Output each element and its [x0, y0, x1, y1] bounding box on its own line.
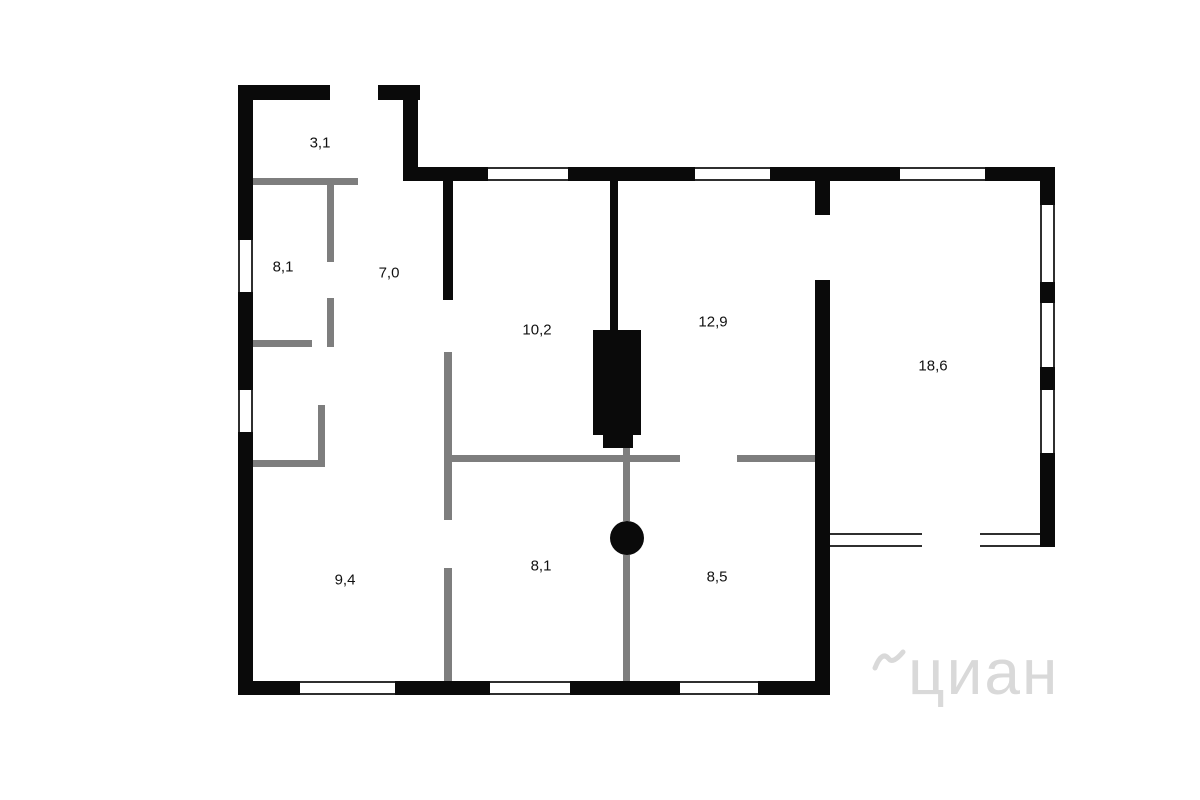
partition-stove-lower-1 [623, 448, 630, 521]
window-bottom-2 [490, 681, 570, 695]
partition-81-70 [327, 185, 334, 262]
wall-left-2 [238, 292, 253, 390]
wall-left-1 [238, 85, 253, 240]
wall-right-4 [1040, 453, 1055, 547]
window-top-2 [695, 167, 770, 181]
wall-top-1 [418, 167, 488, 181]
wall-vestibule-right [403, 85, 418, 181]
partition-left-mid-h [253, 340, 312, 347]
wall-right-1 [1040, 167, 1055, 205]
window-veranda-bottom-2 [980, 533, 1040, 547]
partition-hall-vertical-2 [444, 568, 452, 681]
room-label-veranda: 18,6 [918, 357, 948, 375]
window-bottom-1 [300, 681, 395, 695]
room-label-center: 10,2 [522, 321, 552, 339]
cian-bird-icon [872, 646, 906, 677]
room-label-center-bottom: 8,1 [530, 557, 552, 575]
room-label-vestibule: 3,1 [309, 134, 331, 152]
wall-house-right-2 [815, 280, 830, 695]
wall-bottom-4 [758, 681, 830, 695]
partition-hall-vertical-1 [444, 352, 452, 520]
round-boiler-icon [610, 521, 644, 555]
wall-interior-vertical-1 [443, 181, 453, 300]
cian-watermark: циан [872, 640, 1059, 704]
wall-vestibule-top-a [238, 85, 330, 100]
window-left-1 [238, 240, 253, 292]
window-left-2 [238, 390, 253, 432]
wall-bottom-3 [570, 681, 680, 695]
window-veranda-bottom-1 [830, 533, 922, 547]
wall-top-4 [985, 167, 1055, 181]
room-label-left-bottom: 9,4 [334, 571, 356, 589]
partition-left-low-v [318, 405, 325, 460]
wall-right-3 [1040, 367, 1055, 390]
wall-left-3 [238, 432, 253, 695]
room-label-hallway: 7,0 [378, 264, 400, 282]
partition-center-horizontal [444, 455, 680, 462]
room-label-right-bottom: 8,5 [706, 568, 728, 586]
wall-interior-vertical-2 [610, 181, 618, 331]
room-label-right-top: 12,9 [698, 313, 728, 331]
window-right-1 [1040, 205, 1055, 282]
window-bottom-3 [680, 681, 758, 695]
partition-vestibule-floor [253, 178, 358, 185]
partition-right-horizontal [737, 455, 815, 462]
partition-left-low-h [253, 460, 325, 467]
stove-base-icon [603, 435, 633, 448]
window-right-3 [1040, 390, 1055, 453]
window-top-1 [488, 167, 568, 181]
window-right-2 [1040, 303, 1055, 367]
wall-top-2 [568, 167, 695, 181]
cian-watermark-text: циан [908, 636, 1060, 708]
stove-icon [593, 330, 641, 435]
wall-house-right-1 [815, 167, 830, 215]
wall-bottom-2 [395, 681, 490, 695]
partition-stove-lower-2 [623, 555, 630, 681]
window-top-3 [900, 167, 985, 181]
partition-left-mid-v [327, 298, 334, 347]
wall-top-3 [770, 167, 900, 181]
wall-right-2 [1040, 282, 1055, 303]
room-label-left-top: 8,1 [272, 258, 294, 276]
wall-bottom-1 [238, 681, 300, 695]
